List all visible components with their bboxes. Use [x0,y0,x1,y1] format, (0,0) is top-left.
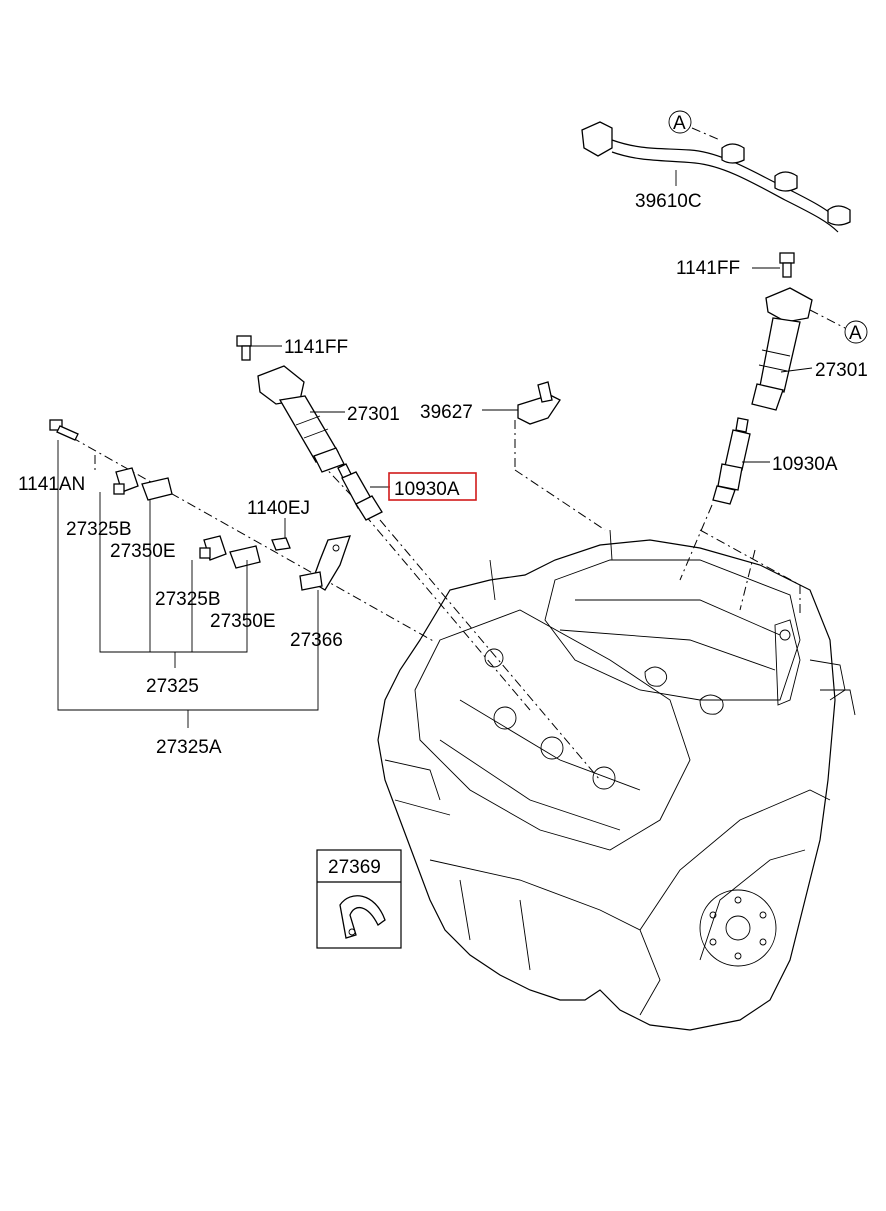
wiring-harness-39610c [581,121,851,233]
label-1141ff-center: 1141FF [284,337,348,358]
label-27350e-2: 27350E [210,611,276,632]
bolt-right [752,252,795,278]
inset-box-27369 [316,849,402,949]
highlight-box-10930a [388,472,477,501]
spark-plug-right [712,417,770,505]
bolt-center [236,335,282,361]
label-10930a-right: 10930A [772,454,838,475]
label-27301-center: 27301 [347,404,400,425]
ignition-coil-right [751,287,813,411]
label-27301-right: 27301 [815,360,868,381]
engine-block-illustration [377,529,856,1031]
connector-ref-coil-label: A [849,323,862,344]
label-27325: 27325 [146,676,199,697]
sensor-27325b-2 [199,535,227,561]
spark-plug-center [337,463,390,521]
label-1141ff-right: 1141FF [676,258,740,279]
label-39627: 39627 [420,402,473,423]
label-10930a-center: 10930A [394,479,460,500]
assembly-center-lines [54,127,846,781]
bracket-27350e-2 [229,545,261,569]
label-27325a: 27325A [156,737,222,758]
label-39610c: 39610C [635,191,702,212]
label-27325b-1: 27325B [66,519,132,540]
connector-ref-top-label: A [673,113,686,134]
label-27325b-2: 27325B [155,589,221,610]
sensor-27325b-1 [113,467,139,495]
bolt-1141an [49,419,79,441]
bolt-1140ej [271,518,291,551]
label-1140ej: 1140EJ [247,498,310,519]
label-1141an: 1141AN [18,474,85,495]
connector-ref-circle-top: A [668,110,692,134]
ignition-coil-center [257,365,345,473]
bracket-27366 [299,535,351,591]
bracket-27350e-1 [141,477,173,501]
label-27366: 27366 [290,630,343,651]
connector-ref-circle-coil: A [844,320,868,344]
label-27369: 27369 [328,857,381,878]
bracket-39627 [482,381,561,425]
assembly-grouping-lines [57,440,319,728]
label-27350e-1: 27350E [110,541,176,562]
